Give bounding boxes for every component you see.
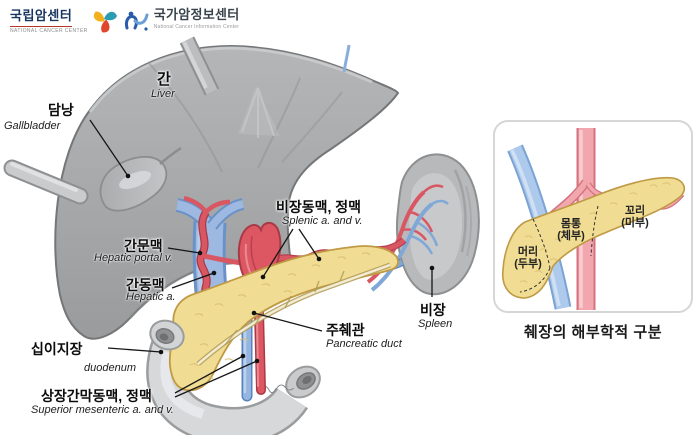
ncc-swoosh-icon [92, 7, 118, 38]
inset-pancreas [501, 176, 685, 299]
ncc-logo: 국립암센터 NATIONAL CANCER CENTER [10, 7, 88, 34]
ncc-logo-title: 국립암센터 [10, 8, 73, 23]
label-gallbladder-en: Gallbladder [4, 120, 61, 132]
label-liver-ko: 간 [157, 71, 171, 88]
pancreas-texture [189, 252, 371, 380]
label-duodenum-ko: 십이지장 [31, 341, 83, 357]
duodenum-shape [146, 338, 321, 435]
label-spleen-en: Spleen [418, 318, 453, 330]
label-pancreatic-duct-ko: 주췌관 [326, 322, 365, 338]
ligament-tube [3, 159, 89, 205]
label-splenic-en: Splenic a. and v. [282, 215, 363, 227]
leader-lines [89, 119, 435, 398]
label-superior-mesenteric-ko: 상장간막동맥, 정맥 [41, 388, 152, 404]
artist-signature [259, 384, 295, 394]
header: 국립암센터 NATIONAL CANCER CENTER 국가암정보센 [10, 7, 240, 37]
label-hepatic-artery-en: Hepatic a. [126, 291, 176, 303]
gallbladder-shape [99, 146, 182, 212]
label-liver-en: Liver [151, 88, 175, 100]
label-gallbladder-ko: 담낭 [48, 102, 74, 118]
label-spleen-ko: 비장 [420, 302, 446, 318]
label-pancreatic-duct-en: Pancreatic duct [326, 338, 402, 350]
spleen-shape [366, 153, 480, 296]
ncic-logo-subtitle: National Cancer Information Center [153, 24, 240, 30]
inset-caption: 췌장의 해부학적 구분 [523, 324, 663, 341]
ncic-logo-title: 국가암정보센터 [153, 7, 240, 22]
ncic-logo: 국가암정보센터 National Cancer Information Cent… [124, 7, 240, 38]
label-hepatic-portal-ko: 간문맥 [124, 238, 163, 254]
inset-division-lines [519, 205, 599, 293]
inset-label-tail: 꼬리 (미부) [621, 205, 649, 229]
ncic-logo-icon [124, 7, 150, 38]
label-splenic-ko: 비장동맥, 정맥 [276, 199, 362, 215]
ncc-logo-subtitle: NATIONAL CANCER CENTER [10, 28, 88, 34]
pancreas-shape [168, 245, 399, 392]
label-superior-mesenteric-en: Superior mesenteric a. and v. [31, 404, 174, 416]
inset-illustration [501, 128, 685, 310]
ncc-logo-rule [10, 26, 72, 27]
label-duodenum-en: duodenum [84, 362, 136, 374]
inset-label-head: 머리 (두부) [514, 246, 542, 270]
label-hepatic-artery-ko: 간동맥 [126, 277, 165, 293]
hepatic-vein-blue-line [342, 44, 351, 73]
label-hepatic-portal-en: Hepatic portal v. [94, 252, 173, 264]
inset-label-body: 몸통 (체부) [557, 218, 585, 242]
vena-cava-tube [179, 36, 220, 96]
duodenum-cut-opening [149, 319, 185, 351]
inset-panel: 머리 (두부) 몸통 (체부) 꼬리 (미부) [493, 120, 693, 313]
